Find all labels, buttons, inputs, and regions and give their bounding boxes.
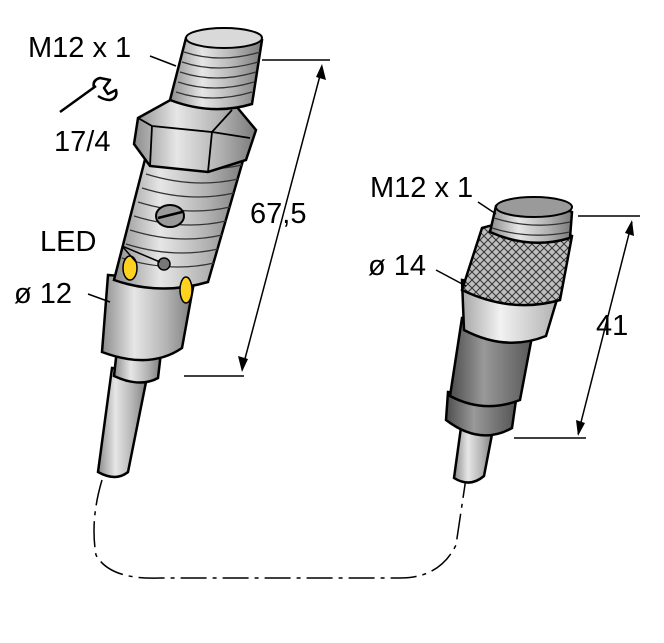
leader-led-right (121, 245, 161, 263)
diameter-label-sensor: ø 12 (14, 278, 73, 310)
cable-connection-dashed (93, 477, 467, 579)
leader-diameter-sensor (87, 293, 111, 303)
sensor-cable (96, 366, 150, 479)
wrench-icon (59, 76, 118, 114)
dimension-sensor-length (184, 59, 330, 377)
leader-diameter-connector (435, 269, 467, 287)
led-indicator-right (179, 276, 193, 304)
leader-led-left (121, 245, 137, 263)
dimension-connector-length (514, 215, 640, 439)
led-label: LED (40, 226, 97, 258)
led-hole (157, 257, 171, 271)
leader-thread-sensor (149, 55, 177, 67)
sensor-body (96, 27, 264, 479)
sensor-housing (100, 273, 196, 362)
thread-label-connector: M12 x 1 (370, 172, 474, 204)
wrench-size-label: 17/4 (54, 126, 111, 158)
length-label-connector: 41 (596, 310, 629, 342)
leader-thread-connector (477, 201, 497, 215)
connector-body (444, 196, 574, 484)
led-indicator-left (122, 255, 138, 281)
thread-label-sensor: M12 x 1 (28, 32, 132, 64)
length-label-sensor: 67,5 (250, 198, 307, 230)
diameter-label-connector: ø 14 (368, 250, 427, 282)
